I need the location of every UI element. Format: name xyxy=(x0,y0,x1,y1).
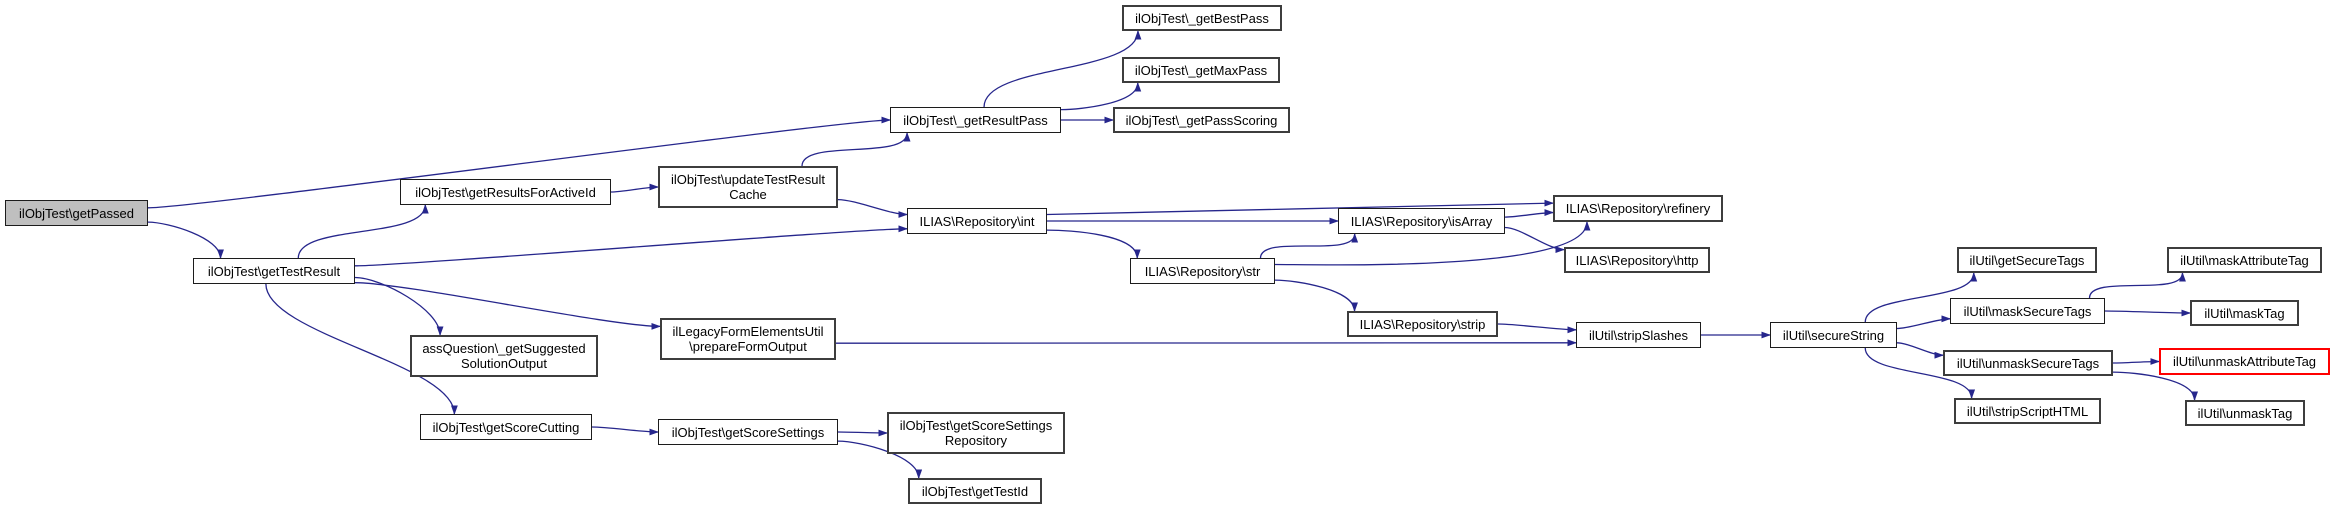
graph-edge-getPassed-to-getTestResult xyxy=(147,221,224,259)
graph-node-repoStrip[interactable]: ILIAS\Repository\strip xyxy=(1347,311,1498,337)
graph-node-maskTag[interactable]: ilUtil\maskTag xyxy=(2190,300,2299,326)
graph-edge-maskSecureTags-to-maskAttributeTag xyxy=(2088,272,2186,299)
graph-edge-getTestResult-to-assQuestionSuggested xyxy=(354,276,444,336)
graph-edge-repoStrip-to-stripSlashes xyxy=(1497,323,1577,334)
graph-node-repoInt[interactable]: ILIAS\Repository\int xyxy=(907,208,1047,234)
graph-node-_getResultPass[interactable]: ilObjTest\_getResultPass xyxy=(890,107,1061,133)
graph-edge-repoIsArray-to-repoRefinery xyxy=(1504,209,1554,218)
graph-node-unmaskAttributeTag[interactable]: ilUtil\unmaskAttributeTag xyxy=(2159,348,2330,375)
graph-edge-repoStr-to-repoIsArray xyxy=(1259,233,1359,259)
graph-node-unmaskTag[interactable]: ilUtil\unmaskTag xyxy=(2185,400,2305,426)
graph-edge-getResultsForActiveId-to-updateTestResultCache xyxy=(610,183,659,193)
graph-edge-getScoreCutting-to-getScoreSettings xyxy=(591,426,659,436)
graph-edge-secureString-to-unmaskSecureTags xyxy=(1896,342,1944,359)
graph-node-getSecureTags[interactable]: ilUtil\getSecureTags xyxy=(1957,247,2097,273)
graph-edge-secureString-to-maskSecureTags xyxy=(1896,315,1951,330)
graph-node-repoHttp[interactable]: ILIAS\Repository\http xyxy=(1564,247,1710,273)
graph-node-stripScriptHTML[interactable]: ilUtil\stripScriptHTML xyxy=(1954,398,2101,424)
graph-edge-_getResultPass-to-_getBestPass xyxy=(983,30,1142,108)
graph-edge-updateTestResultCache-to-_getResultPass xyxy=(801,132,911,167)
graph-edge-unmaskSecureTags-to-unmaskTag xyxy=(2112,371,2198,401)
graph-node-assQuestionSuggested[interactable]: assQuestion\_getSuggested SolutionOutput xyxy=(410,335,598,377)
graph-node-prepareFormOutput[interactable]: ilLegacyFormElementsUtil \prepareFormOut… xyxy=(660,318,836,360)
graph-node-getScoreSettingsRepository[interactable]: ilObjTest\getScoreSettings Repository xyxy=(887,412,1065,454)
graph-node-maskAttributeTag[interactable]: ilUtil\maskAttributeTag xyxy=(2167,247,2322,273)
graph-edge-updateTestResultCache-to-repoInt xyxy=(837,198,908,218)
graph-node-maskSecureTags[interactable]: ilUtil\maskSecureTags xyxy=(1950,298,2105,324)
graph-edge-unmaskSecureTags-to-unmaskAttributeTag xyxy=(2112,358,2160,365)
graph-node-repoRefinery[interactable]: ILIAS\Repository\refinery xyxy=(1553,195,1723,222)
graph-node-_getBestPass[interactable]: ilObjTest\_getBestPass xyxy=(1122,5,1282,31)
graph-node-repoStr[interactable]: ILIAS\Repository\str xyxy=(1130,258,1275,284)
graph-node-getResultsForActiveId[interactable]: ilObjTest\getResultsForActiveId xyxy=(400,179,611,205)
graph-node-getPassed[interactable]: ilObjTest\getPassed xyxy=(5,200,148,226)
graph-node-getTestId[interactable]: ilObjTest\getTestId xyxy=(908,478,1042,504)
graph-edge-getTestResult-to-prepareFormOutput xyxy=(354,282,661,330)
graph-node-getScoreSettings[interactable]: ilObjTest\getScoreSettings xyxy=(658,419,838,445)
graph-node-_getPassScoring[interactable]: ilObjTest\_getPassScoring xyxy=(1113,107,1290,133)
graph-node-updateTestResultCache[interactable]: ilObjTest\updateTestResult Cache xyxy=(658,166,838,208)
graph-node-getScoreCutting[interactable]: ilObjTest\getScoreCutting xyxy=(420,414,592,440)
graph-node-secureString[interactable]: ilUtil\secureString xyxy=(1770,322,1897,348)
graph-edge-repoIsArray-to-repoHttp xyxy=(1504,226,1565,253)
graph-edge-repoStr-to-repoStrip xyxy=(1274,279,1358,312)
graph-node-repoIsArray[interactable]: ILIAS\Repository\isArray xyxy=(1338,208,1505,234)
graph-edge-getTestResult-to-repoInt xyxy=(354,225,908,267)
graph-edge-repoInt-to-repoStr xyxy=(1046,229,1141,259)
graph-node-stripSlashes[interactable]: ilUtil\stripSlashes xyxy=(1576,322,1701,348)
graph-node-_getMaxPass[interactable]: ilObjTest\_getMaxPass xyxy=(1122,57,1280,83)
graph-edge-maskSecureTags-to-maskTag xyxy=(2104,309,2191,317)
graph-node-unmaskSecureTags[interactable]: ilUtil\unmaskSecureTags xyxy=(1943,350,2113,376)
graph-edge-getScoreSettings-to-getScoreSettingsRepository xyxy=(837,429,888,437)
graph-edge-_getResultPass-to-_getMaxPass xyxy=(1060,82,1142,111)
graph-edge-getTestResult-to-getResultsForActiveId xyxy=(297,204,429,259)
graph-node-getTestResult[interactable]: ilObjTest\getTestResult xyxy=(193,258,355,284)
